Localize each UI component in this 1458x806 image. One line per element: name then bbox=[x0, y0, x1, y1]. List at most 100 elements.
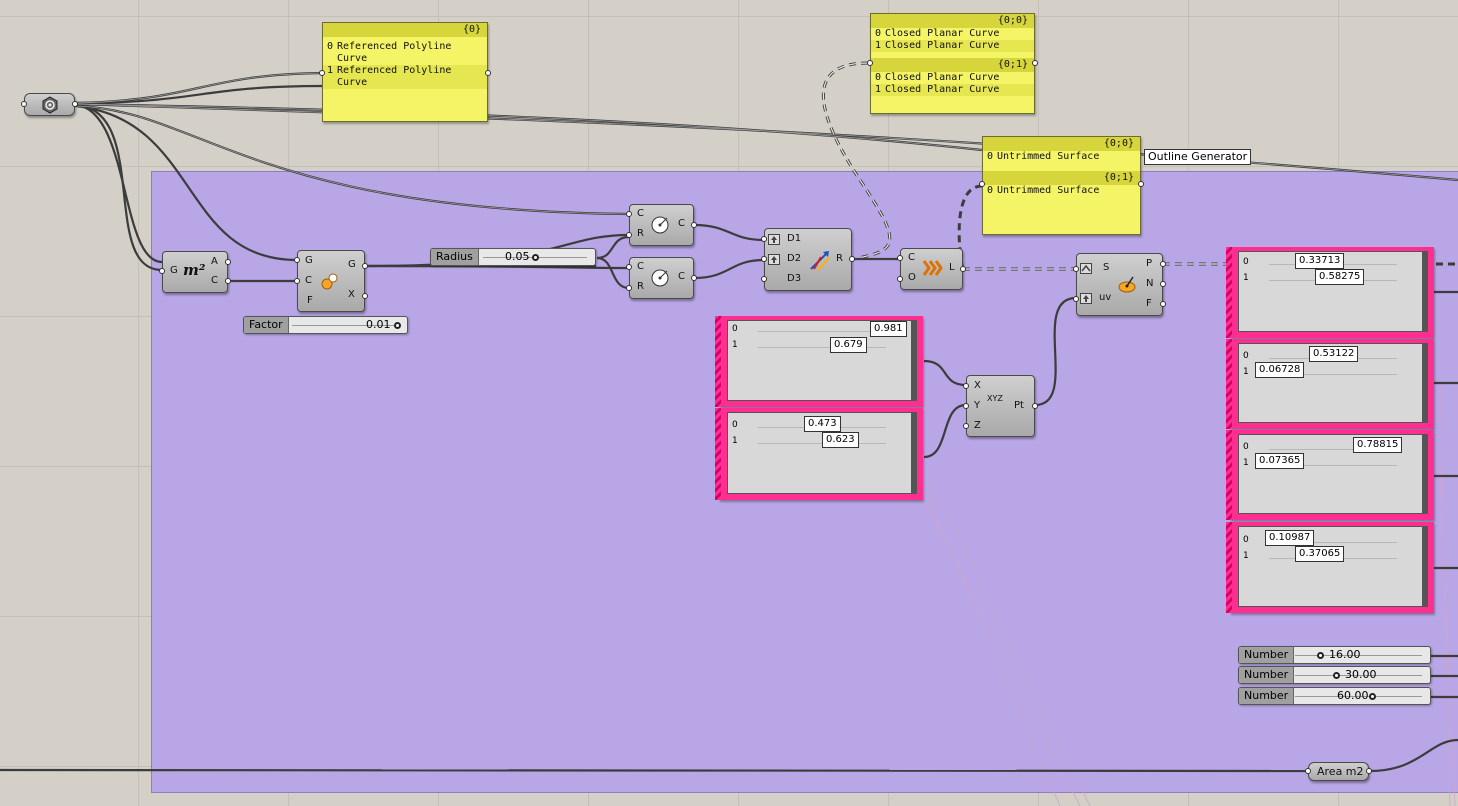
port-c[interactable]: C bbox=[211, 275, 218, 286]
port-g[interactable]: G bbox=[305, 255, 313, 266]
gene-pool-edge bbox=[715, 408, 721, 500]
loft-component[interactable]: C O L bbox=[897, 248, 966, 290]
port-d2[interactable]: D2 bbox=[787, 253, 802, 264]
gene-value[interactable]: 0.679 bbox=[830, 337, 867, 353]
port-z[interactable]: Z bbox=[974, 420, 981, 431]
curve-param[interactable] bbox=[21, 93, 78, 117]
slider-knob[interactable] bbox=[394, 322, 401, 329]
gene-value[interactable]: 0.06728 bbox=[1255, 362, 1305, 378]
graft-toggle-icon[interactable] bbox=[1080, 293, 1092, 307]
number-slider-1[interactable]: Number 16.00 bbox=[1238, 646, 1431, 664]
circle-cnr-component-1[interactable]: C R C bbox=[626, 204, 697, 246]
area-icon: m² bbox=[183, 261, 206, 279]
slider-knob[interactable] bbox=[1369, 693, 1376, 700]
graft-toggle-icon[interactable] bbox=[768, 234, 780, 248]
reparam-toggle-icon[interactable] bbox=[1080, 263, 1092, 277]
gene-value[interactable]: 0.53122 bbox=[1309, 346, 1359, 362]
port-d3[interactable]: D3 bbox=[787, 273, 802, 284]
slider-label: Number bbox=[1239, 688, 1295, 704]
gene-pool-3[interactable]: 0 0.33713 1 0.58275 bbox=[1226, 247, 1434, 338]
port-pt[interactable]: Pt bbox=[1014, 400, 1024, 411]
radius-slider[interactable]: Radius 0.05 bbox=[430, 248, 596, 266]
area-component[interactable]: G m² A C bbox=[159, 251, 231, 293]
gene-value[interactable]: 0.58275 bbox=[1315, 269, 1365, 285]
circle-cnr-component-2[interactable]: C R C bbox=[626, 257, 697, 299]
gene-pool-scrollbar[interactable] bbox=[1422, 435, 1427, 513]
port-x[interactable]: X bbox=[348, 289, 355, 300]
port-a[interactable]: A bbox=[211, 256, 218, 267]
group-name-label[interactable]: Outline Generator bbox=[1144, 149, 1252, 165]
gene-value[interactable]: 0.10987 bbox=[1265, 530, 1315, 546]
port-d1[interactable]: D1 bbox=[787, 233, 802, 244]
port-f[interactable]: F bbox=[1146, 298, 1152, 309]
param-label: Area m2 bbox=[1317, 765, 1364, 778]
row-index: 1 bbox=[326, 65, 334, 76]
slider-track[interactable] bbox=[292, 325, 399, 326]
construct-point-component[interactable]: X Y Z XYZ Pt bbox=[963, 375, 1038, 437]
port-l[interactable]: L bbox=[949, 262, 955, 273]
port-c[interactable]: C bbox=[637, 261, 644, 272]
graft-toggle-icon[interactable] bbox=[768, 254, 780, 268]
port-r[interactable]: R bbox=[836, 253, 843, 264]
gene-value[interactable]: 0.37065 bbox=[1295, 546, 1345, 562]
port-g[interactable]: G bbox=[170, 265, 178, 276]
gene-value[interactable]: 0.78815 bbox=[1353, 437, 1403, 453]
gene-value[interactable]: 0.07365 bbox=[1255, 453, 1305, 469]
gene-pool-1[interactable]: 0 0.981 1 0.679 bbox=[715, 316, 923, 407]
gene-index: 0 bbox=[732, 324, 738, 334]
slider-track[interactable] bbox=[1295, 675, 1422, 676]
port-p[interactable]: P bbox=[1146, 258, 1153, 269]
port-g[interactable]: G bbox=[348, 259, 356, 270]
port-c[interactable]: C bbox=[678, 271, 685, 282]
slider-track[interactable] bbox=[1295, 696, 1422, 697]
evaluate-surface-component[interactable]: S uv P N F bbox=[1073, 253, 1166, 316]
port-c[interactable]: C bbox=[305, 275, 312, 286]
panel-referenced-polyline[interactable]: {0} 0 Referenced Polyline Curve 1 Refere… bbox=[319, 22, 491, 122]
slider-knob[interactable] bbox=[1333, 672, 1340, 679]
number-slider-2[interactable]: Number 30.00 bbox=[1238, 666, 1431, 684]
port-c[interactable]: C bbox=[637, 208, 644, 219]
factor-slider[interactable]: Factor 0.01 bbox=[243, 316, 408, 334]
gene-value[interactable]: 0.33713 bbox=[1295, 253, 1345, 269]
port-c[interactable]: C bbox=[678, 218, 685, 229]
gene-value[interactable]: 0.981 bbox=[870, 321, 907, 337]
gene-pool-scrollbar[interactable] bbox=[1422, 344, 1427, 422]
port-s[interactable]: S bbox=[1103, 262, 1110, 273]
gene-pool-5[interactable]: 0 0.78815 1 0.07365 bbox=[1226, 430, 1434, 520]
gene-pool-2[interactable]: 0 0.473 1 0.623 bbox=[715, 408, 923, 500]
slider-track[interactable] bbox=[1295, 655, 1422, 656]
port-n[interactable]: N bbox=[1146, 278, 1154, 289]
port-uv[interactable]: uv bbox=[1099, 292, 1112, 303]
gene-pool-scrollbar[interactable] bbox=[911, 413, 916, 493]
gene-index: 1 bbox=[1243, 458, 1249, 468]
gene-pool-4[interactable]: 0 0.53122 1 0.06728 bbox=[1226, 339, 1434, 429]
panel-row: 1 Referenced Polyline Curve bbox=[323, 65, 487, 89]
row-text: Untrimmed Surface bbox=[997, 151, 1100, 162]
port-y[interactable]: Y bbox=[974, 400, 981, 411]
row-index: 0 bbox=[874, 72, 882, 83]
gene-pool-scrollbar[interactable] bbox=[911, 321, 916, 400]
port-c[interactable]: C bbox=[908, 252, 915, 263]
area-m2-param[interactable]: Area m2 bbox=[1305, 762, 1372, 781]
gene-value[interactable]: 0.473 bbox=[804, 416, 841, 432]
slider-knob[interactable] bbox=[532, 254, 539, 261]
port-x[interactable]: X bbox=[974, 380, 981, 391]
port-r[interactable]: R bbox=[637, 228, 644, 239]
number-slider-3[interactable]: Number 60.00 bbox=[1238, 687, 1431, 705]
scale-component[interactable]: G C F G X bbox=[294, 250, 368, 312]
gene-pool-scrollbar[interactable] bbox=[1422, 527, 1427, 606]
gene-pool-scrollbar[interactable] bbox=[1422, 252, 1427, 331]
entwine-component[interactable]: D1 D2 D3 R bbox=[761, 228, 855, 291]
spiral-icon bbox=[41, 96, 59, 117]
port-o[interactable]: O bbox=[908, 272, 916, 283]
gene-value[interactable]: 0.623 bbox=[822, 432, 859, 448]
port-f[interactable]: F bbox=[307, 295, 313, 306]
gene-index: 0 bbox=[1243, 535, 1249, 545]
gene-pool-6[interactable]: 0 0.10987 1 0.37065 bbox=[1226, 522, 1434, 613]
port-r[interactable]: R bbox=[637, 281, 644, 292]
slider-knob[interactable] bbox=[1317, 652, 1324, 659]
